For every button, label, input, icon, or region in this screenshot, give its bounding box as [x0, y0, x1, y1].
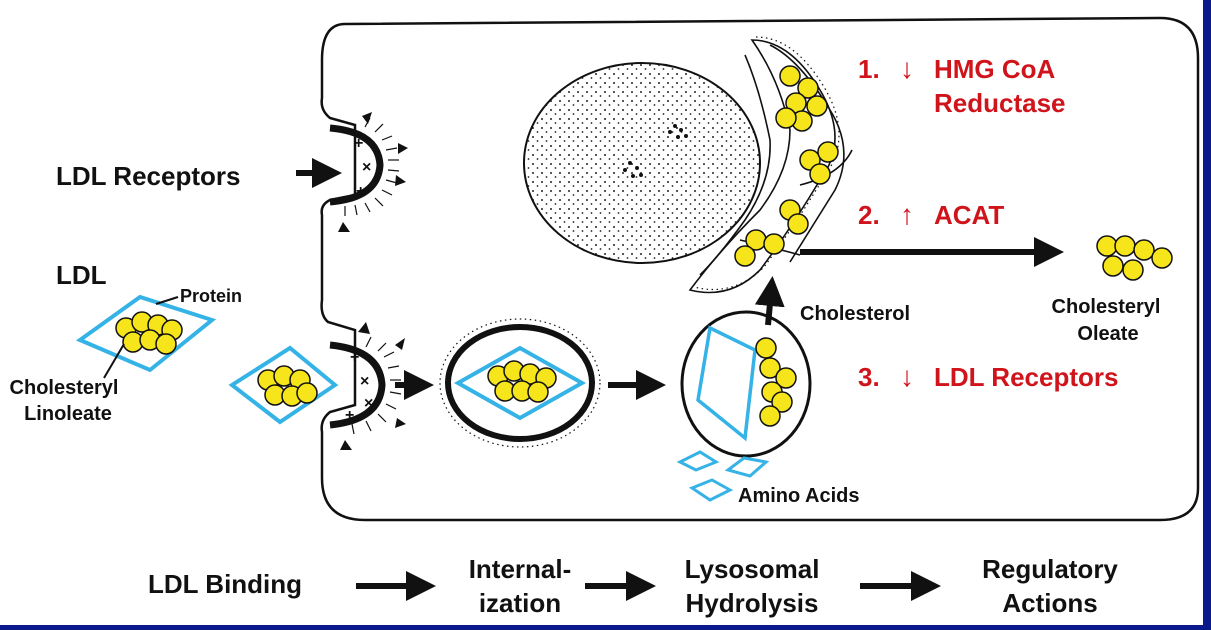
- slide-frame-bottom: [0, 625, 1211, 630]
- svg-text:×: ×: [362, 159, 371, 176]
- coated-vesicle: [439, 318, 601, 448]
- svg-text:2.: 2.: [858, 200, 880, 230]
- coated-pit-lower: + × × +: [329, 322, 406, 450]
- svg-text:LDL Receptors: LDL Receptors: [934, 362, 1118, 392]
- label-cholesteryl-linoleate-2: Linoleate: [24, 403, 112, 425]
- step-lysosomal-hydrolysis-2: Hydrolysis: [686, 588, 819, 618]
- process-steps: LDL Binding Internal- ization Lysosomal …: [148, 554, 1118, 618]
- svg-text:×: ×: [364, 395, 373, 412]
- label-cholesteryl-oleate-1: Cholesteryl: [1052, 296, 1161, 318]
- svg-text:1.: 1.: [858, 54, 880, 84]
- lysosome: [680, 310, 812, 458]
- svg-text:+: +: [354, 135, 363, 152]
- label-ldl-receptors: LDL Receptors: [56, 161, 240, 191]
- ldl-particle-bound: [228, 345, 339, 425]
- step-regulatory-actions-2: Actions: [1002, 588, 1097, 618]
- slide-frame-right: [1203, 0, 1211, 630]
- cholesteryl-oleate-droplets: [1096, 235, 1173, 281]
- up-arrow-icon: ↑: [900, 199, 914, 230]
- label-cholesteryl-linoleate-1: Cholesteryl: [10, 377, 119, 399]
- svg-text:ACAT: ACAT: [934, 200, 1004, 230]
- step-regulatory-actions-1: Regulatory: [982, 554, 1118, 584]
- cell-membrane: [320, 16, 1200, 522]
- label-cholesteryl-oleate-2: Oleate: [1077, 323, 1138, 345]
- linoleate-pointer: [103, 343, 125, 379]
- amino-acid-fragments: [676, 450, 770, 502]
- svg-text:+: +: [350, 349, 359, 366]
- label-cholesterol: Cholesterol: [800, 303, 910, 325]
- label-ldl: LDL: [56, 260, 107, 290]
- down-arrow-icon: ↓: [900, 53, 914, 84]
- step-internalization-1: Internal-: [469, 554, 572, 584]
- protein-pointer: [155, 296, 179, 305]
- svg-text:+: +: [356, 183, 365, 200]
- er-lipid-droplets: [734, 65, 839, 267]
- label-protein: Protein: [180, 286, 242, 306]
- svg-text:HMG CoA: HMG CoA: [934, 54, 1056, 84]
- nucleus: [523, 62, 761, 264]
- svg-text:+: +: [345, 407, 354, 424]
- svg-text:Reductase: Reductase: [934, 88, 1066, 118]
- arrow-cholesterol-to-er: [754, 276, 785, 326]
- regulatory-action-3: 3. ↓ LDL Receptors: [858, 361, 1118, 392]
- coated-pit-upper: + × +: [329, 112, 408, 232]
- ldl-particle-free: [75, 294, 217, 373]
- svg-text:3.: 3.: [858, 362, 880, 392]
- regulatory-action-2: 2. ↑ ACAT: [858, 199, 1004, 230]
- label-amino-acids: Amino Acids: [738, 485, 860, 507]
- regulatory-action-1: 1. ↓ HMG CoA Reductase: [858, 53, 1066, 118]
- step-ldl-binding: LDL Binding: [148, 569, 302, 599]
- down-arrow-icon: ↓: [900, 361, 914, 392]
- step-lysosomal-hydrolysis-1: Lysosomal: [685, 554, 820, 584]
- svg-text:×: ×: [360, 373, 369, 390]
- step-internalization-2: ization: [479, 588, 561, 618]
